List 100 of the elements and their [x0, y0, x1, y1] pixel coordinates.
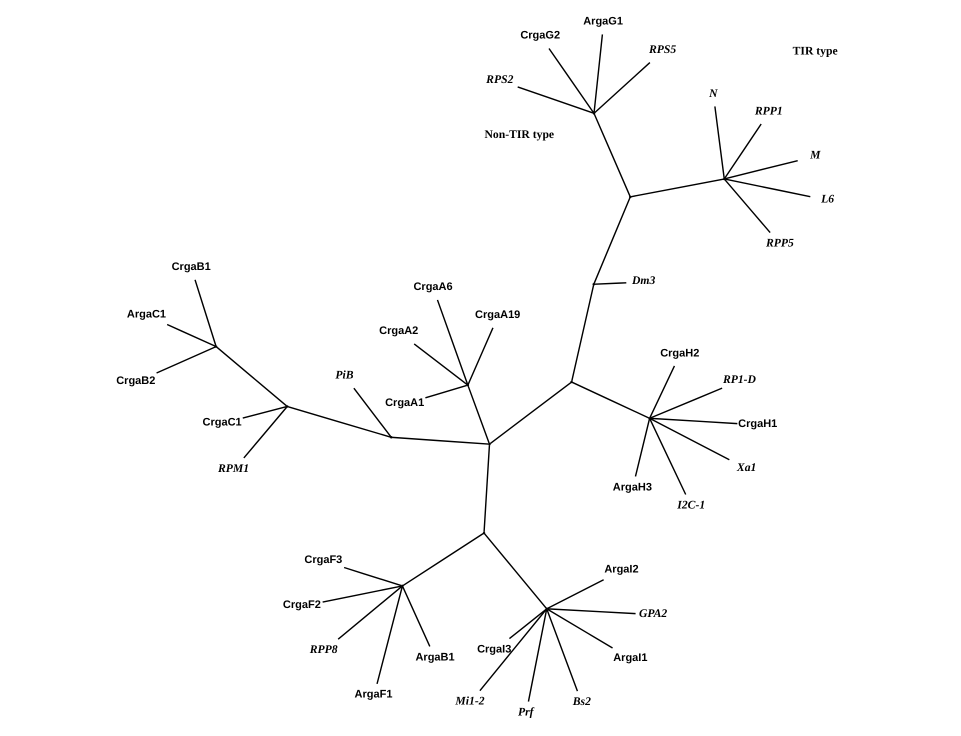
label: TIR type	[792, 44, 838, 58]
connector	[548, 48, 594, 113]
connector	[484, 533, 547, 609]
connector	[392, 436, 488, 445]
connector	[483, 445, 490, 532]
node-text: CrgaF2	[282, 599, 321, 612]
connector	[594, 197, 631, 284]
node-text: I2C-1	[677, 498, 706, 512]
node-text: RPS2	[486, 73, 514, 86]
node-point	[214, 345, 218, 348]
connector	[548, 608, 636, 614]
connector	[725, 160, 798, 180]
node-text: CrgaG2	[520, 30, 560, 42]
connector	[546, 610, 578, 692]
label: Non-TIR type	[484, 128, 554, 142]
node-text: CrgaF3	[304, 554, 342, 566]
connector	[649, 419, 686, 495]
connector	[436, 300, 468, 384]
connector	[724, 124, 762, 178]
node-text: N	[709, 86, 718, 100]
node-text: CrgaH1	[738, 418, 778, 430]
connector	[650, 418, 730, 460]
node-point	[466, 384, 470, 386]
node-point	[482, 532, 486, 534]
node-text: Dm3	[632, 274, 656, 288]
node-point	[592, 283, 596, 286]
connector	[490, 382, 572, 444]
node-text: CrgaA2	[379, 325, 418, 338]
connector	[517, 86, 594, 114]
connector	[508, 608, 546, 640]
node-text: M	[810, 148, 821, 162]
node-point	[401, 584, 404, 588]
connector	[468, 328, 494, 384]
node-text: CrgaA6	[413, 281, 453, 294]
node-text: PiB	[335, 368, 354, 382]
connector	[468, 386, 490, 444]
connector	[376, 586, 403, 684]
connector	[243, 406, 288, 458]
node-text: RPP5	[766, 236, 794, 250]
connector	[194, 280, 216, 346]
node-text: CrgaH2	[660, 347, 700, 360]
connector	[571, 285, 594, 382]
connector	[425, 384, 467, 398]
connector	[547, 608, 613, 649]
connector	[322, 585, 402, 603]
connector	[650, 418, 738, 424]
node-text: RPP8	[310, 643, 338, 656]
connector	[572, 382, 649, 419]
connector	[288, 406, 391, 438]
node-point	[286, 405, 289, 408]
connector	[594, 114, 631, 196]
connector	[725, 178, 810, 198]
node-text: RPP1	[754, 104, 783, 118]
connector	[594, 62, 650, 114]
connector	[547, 579, 604, 610]
connector	[156, 346, 216, 374]
connector	[414, 343, 468, 386]
connector	[593, 34, 604, 112]
node-point	[592, 112, 596, 115]
node-text: CrgaB1	[172, 261, 211, 274]
node-text: ArgaI2	[604, 563, 639, 576]
node-point	[570, 380, 573, 384]
node-text: GPA2	[638, 606, 668, 620]
connector	[631, 178, 724, 198]
node-text: Xa1	[736, 461, 756, 474]
connector	[338, 586, 402, 640]
node-text: ArgaG1	[583, 16, 623, 28]
connector	[594, 282, 626, 285]
node-text: Mi1-2	[455, 694, 485, 708]
connector	[402, 533, 484, 586]
node-point	[629, 196, 632, 198]
connector	[724, 179, 771, 234]
connector	[479, 609, 547, 692]
connector	[528, 610, 548, 702]
node-text: CrgaC1	[202, 416, 242, 428]
node-text: ArgaH3	[612, 481, 652, 494]
node-text: Prf	[518, 706, 534, 719]
node-text: CrgaA1	[385, 396, 424, 409]
connector	[166, 324, 216, 347]
connector	[242, 406, 287, 419]
node-text: ArgaF1	[354, 688, 392, 701]
node-text: Bs2	[572, 695, 591, 708]
connector	[344, 566, 402, 586]
connector	[402, 586, 430, 647]
connector	[714, 106, 725, 178]
node-text: CrgaA19	[475, 309, 520, 322]
connector	[216, 346, 287, 406]
node-text: RP1-D	[722, 372, 756, 386]
node-text: ArgaC1	[126, 308, 166, 320]
node-text: L6	[821, 192, 834, 206]
connector	[634, 419, 650, 477]
node-text: ArgaI1	[613, 652, 648, 664]
node-text: CrgaB2	[116, 375, 156, 388]
connector	[353, 388, 392, 437]
node-point	[390, 436, 393, 439]
node-text: RPS5	[649, 42, 676, 56]
node-text: CrgaI3	[477, 643, 512, 656]
node-point	[648, 417, 651, 420]
connector	[649, 366, 676, 418]
node-text: ArgaB1	[415, 651, 455, 664]
